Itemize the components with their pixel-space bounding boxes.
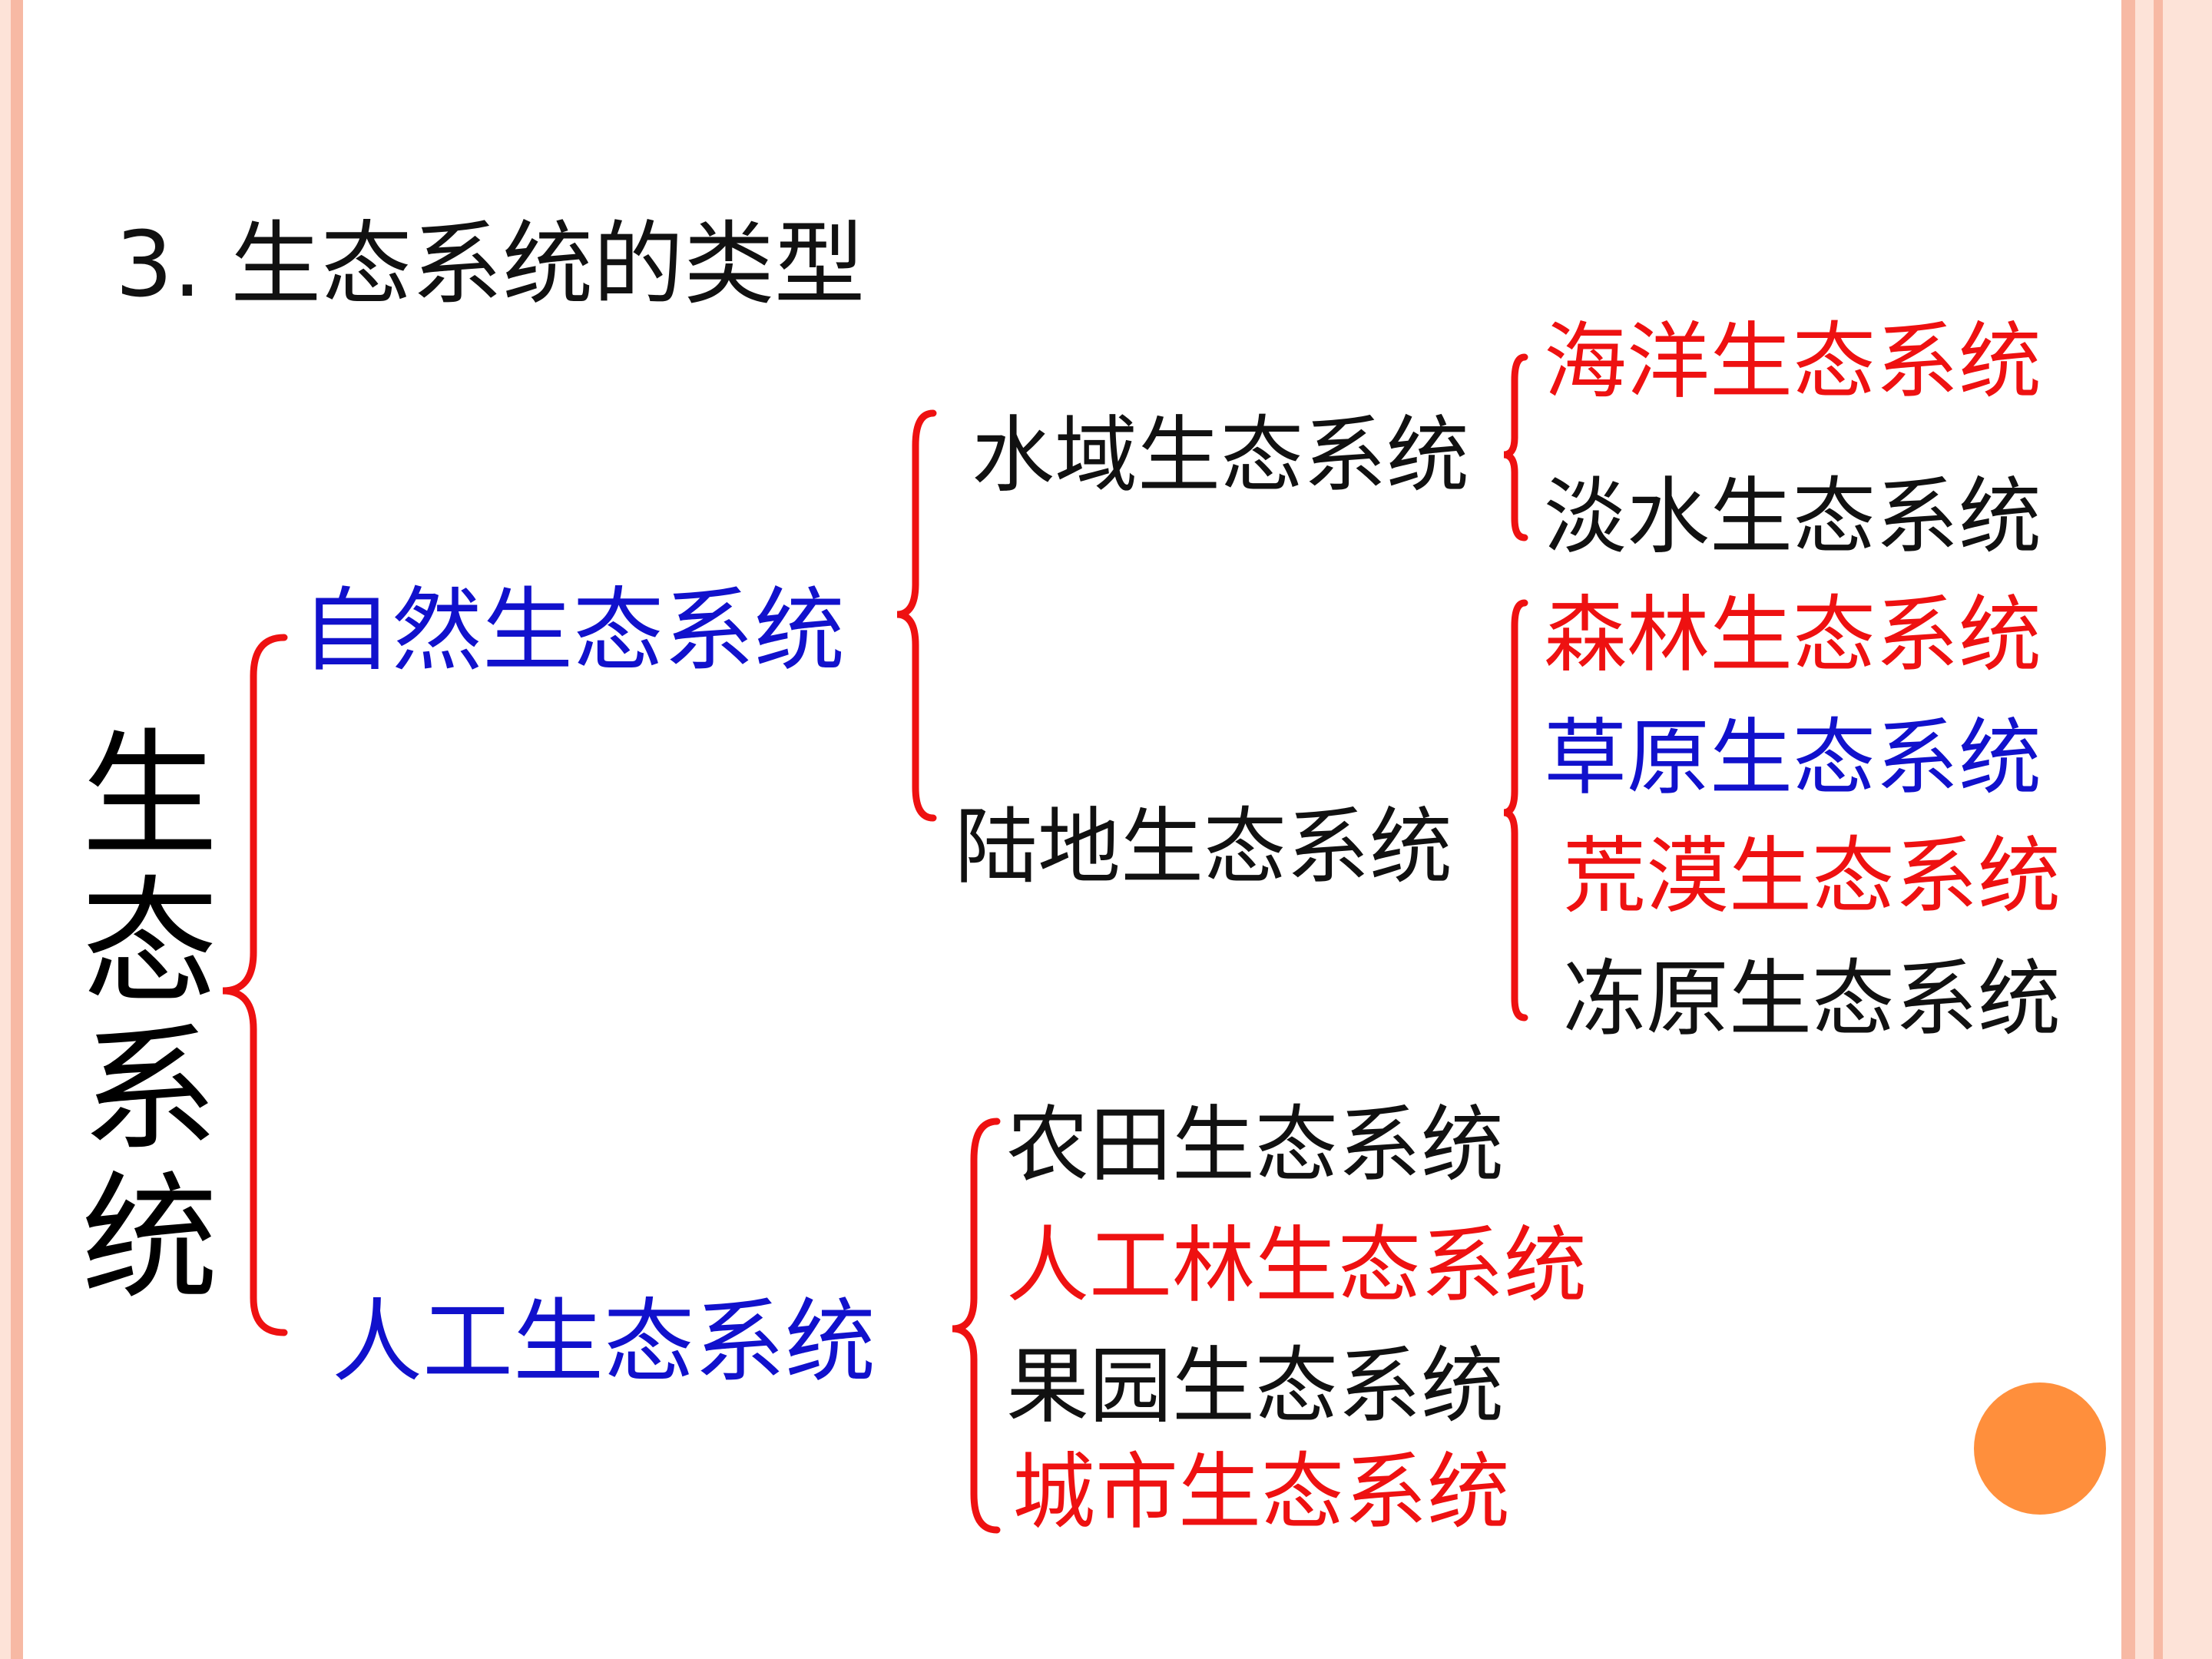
right-border-stripe-outer — [2121, 0, 2135, 1659]
ocean-ecosystem-item: 海洋生态系统 — [1544, 314, 2042, 410]
land-brace — [1503, 599, 1528, 1022]
natural-brace — [896, 409, 937, 822]
root-label: 生态系统 — [81, 716, 218, 1318]
artificial-brace — [952, 1118, 1001, 1534]
right-border-stripe-edge — [2163, 0, 2212, 1659]
root-brace — [222, 634, 288, 1336]
orchard-ecosystem-item: 果园生态系统 — [1006, 1339, 1505, 1435]
artificial-ecosystem-label: 人工生态系统 — [332, 1289, 876, 1395]
farmland-ecosystem-item: 农田生态系统 — [1006, 1098, 1505, 1194]
slide-title: 3. 生态系统的类型 — [115, 211, 866, 317]
water-ecosystem-label: 水域生态系统 — [972, 408, 1470, 504]
land-ecosystem-label: 陆地生态系统 — [955, 800, 1453, 896]
water-brace — [1503, 353, 1528, 541]
grassland-ecosystem-item: 草原生态系统 — [1544, 710, 2042, 806]
natural-ecosystem-label: 自然生态系统 — [301, 578, 846, 684]
plantation-ecosystem-item: 人工林生态系统 — [1006, 1218, 1588, 1314]
tundra-ecosystem-item: 冻原生态系统 — [1563, 952, 2061, 1048]
desert-ecosystem-item: 荒漠生态系统 — [1563, 829, 2061, 925]
urban-ecosystem-item: 城市生态系统 — [1012, 1445, 1511, 1541]
right-border-stripe-light — [2135, 0, 2154, 1659]
forest-ecosystem-item: 森林生态系统 — [1544, 588, 2042, 684]
decorative-orange-circle — [1974, 1382, 2106, 1515]
left-border-stripe-inner — [11, 0, 23, 1659]
left-border-stripe — [0, 0, 11, 1659]
freshwater-ecosystem-item: 淡水生态系统 — [1544, 469, 2042, 565]
right-border-stripe-inner — [2154, 0, 2163, 1659]
